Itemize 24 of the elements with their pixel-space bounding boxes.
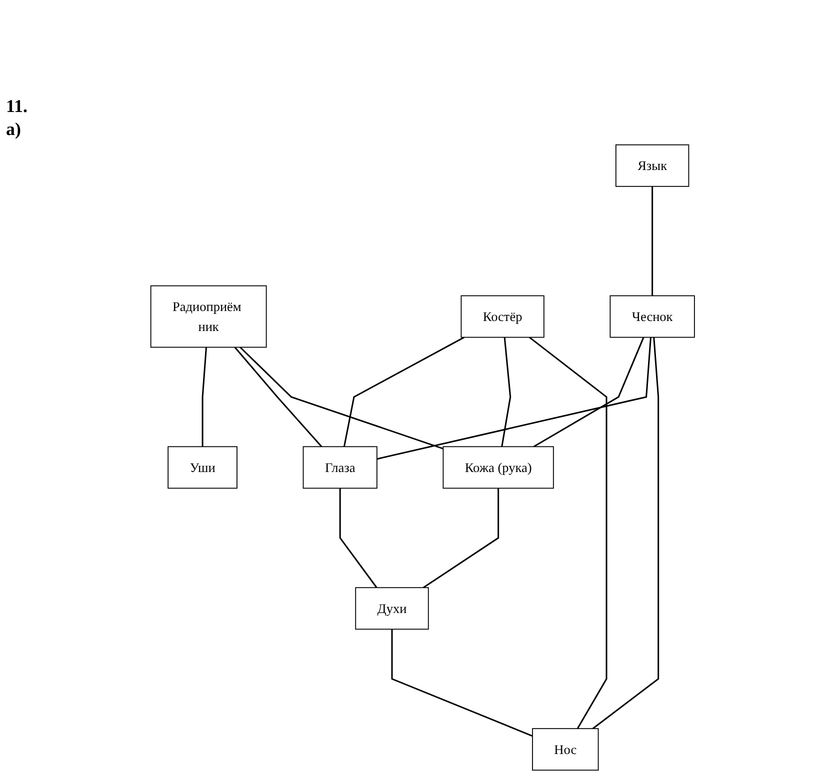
connector — [343, 336, 464, 447]
connector — [391, 629, 533, 737]
connector — [376, 337, 652, 460]
connector — [592, 337, 659, 730]
node-box: Духи — [355, 587, 429, 630]
node-box: Язык — [615, 144, 690, 187]
connector — [202, 347, 207, 447]
node-box: Уши — [168, 446, 238, 489]
connector — [651, 186, 653, 296]
node-box: Глаза — [302, 446, 378, 489]
connector — [533, 337, 644, 448]
task-number: а) — [6, 119, 21, 140]
connector — [501, 337, 511, 447]
connector — [240, 346, 444, 450]
node-box: Кожа (рука) — [442, 446, 554, 489]
node-box: Костёр — [460, 295, 544, 338]
connector — [234, 346, 322, 448]
node-box: Радиоприём ник — [150, 285, 267, 348]
node-box: Чеснок — [610, 295, 695, 338]
node-box: Нос — [532, 728, 599, 771]
task-number: 11. — [6, 96, 28, 117]
connector — [422, 488, 499, 588]
connector — [339, 488, 378, 588]
connector — [528, 336, 608, 729]
